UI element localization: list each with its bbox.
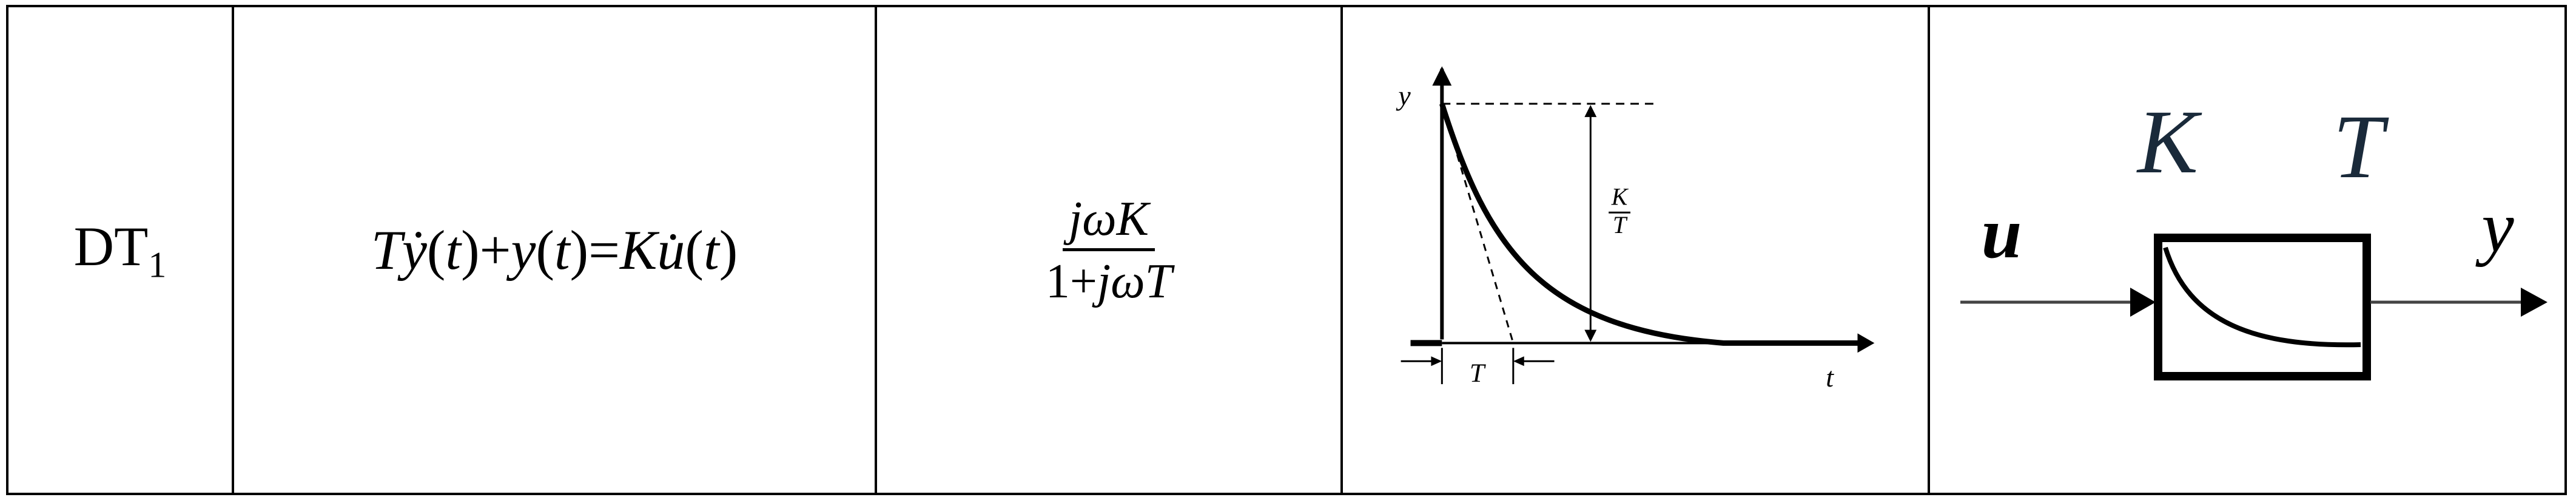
element-name-main: DT xyxy=(73,215,149,277)
element-name-cell: DT1 xyxy=(8,7,232,493)
amplitude-arrow-bottom-icon xyxy=(1584,329,1597,342)
eq-part: )= xyxy=(570,219,620,281)
eq-part: ( xyxy=(426,219,446,281)
output-arrow-icon xyxy=(2521,288,2547,317)
tf-part: ω xyxy=(1082,192,1117,246)
eq-part: ( xyxy=(685,219,704,281)
eq-part: )+ xyxy=(460,219,511,281)
element-name-subscript: 1 xyxy=(148,245,167,285)
t-axis-label: t xyxy=(1826,362,1834,393)
block-response-icon xyxy=(2163,246,2361,348)
step-response-cell: K T T y t xyxy=(1340,7,1928,493)
y-axis-label: y xyxy=(1396,80,1411,111)
transfer-numerator: jωK xyxy=(1062,192,1155,251)
eq-part: t xyxy=(704,219,719,281)
tf-part: j xyxy=(1097,254,1111,308)
tf-part: j xyxy=(1068,192,1083,246)
tf-part: ω xyxy=(1111,254,1145,308)
transfer-function: jωK 1+jωT xyxy=(1040,194,1178,307)
eq-part: t xyxy=(554,219,570,281)
T-dimension-right-arrow-icon xyxy=(1513,356,1524,367)
eq-part: ( xyxy=(536,219,554,281)
T-label: T xyxy=(1470,359,1486,388)
eq-part: u̇ xyxy=(657,219,685,281)
tf-part: T xyxy=(1145,254,1172,308)
param-k-label: K xyxy=(2136,92,2202,192)
tf-part: 1+ xyxy=(1045,254,1097,308)
differential-equation-cell: Tẏ(t)+y(t)=Ku̇(t) xyxy=(232,7,875,493)
transfer-block xyxy=(2154,234,2371,380)
transfer-element-table: DT1 Tẏ(t)+y(t)=Ku̇(t) jωK 1+jωT xyxy=(6,5,2567,495)
T-dimension-left-arrow-icon xyxy=(1431,356,1442,367)
response-curve xyxy=(1439,103,1863,346)
differential-equation: Tẏ(t)+y(t)=Ku̇(t) xyxy=(371,218,738,282)
eq-part: t xyxy=(445,219,461,281)
y-axis-arrow-icon xyxy=(1432,66,1452,86)
input-label: u xyxy=(1982,192,2022,273)
step-response-plot: K T T y t xyxy=(1396,66,1875,393)
param-t-label: T xyxy=(2333,96,2389,197)
input-arrow-icon xyxy=(2130,288,2156,317)
tf-part: K xyxy=(1116,192,1149,246)
element-name: DT1 xyxy=(74,214,167,286)
block-diagram-cell: u y K T xyxy=(1928,7,2564,493)
eq-part: ẏ xyxy=(402,219,427,281)
tangent-line xyxy=(1441,103,1515,343)
output-label: y xyxy=(2475,186,2514,267)
amplitude-denominator: T xyxy=(1613,212,1628,238)
eq-part: T xyxy=(371,219,402,281)
eq-part: y xyxy=(511,219,536,281)
transfer-denominator: 1+jωT xyxy=(1040,251,1178,307)
amplitude-arrow-top-icon xyxy=(1584,104,1597,117)
transfer-function-cell: jωK 1+jωT xyxy=(875,7,1340,493)
t-axis-arrow-icon xyxy=(1857,333,1875,353)
eq-part: K xyxy=(620,219,657,281)
block-diagram: u y K T xyxy=(1960,92,2547,380)
eq-part: ) xyxy=(719,219,738,281)
amplitude-numerator: K xyxy=(1611,183,1629,210)
